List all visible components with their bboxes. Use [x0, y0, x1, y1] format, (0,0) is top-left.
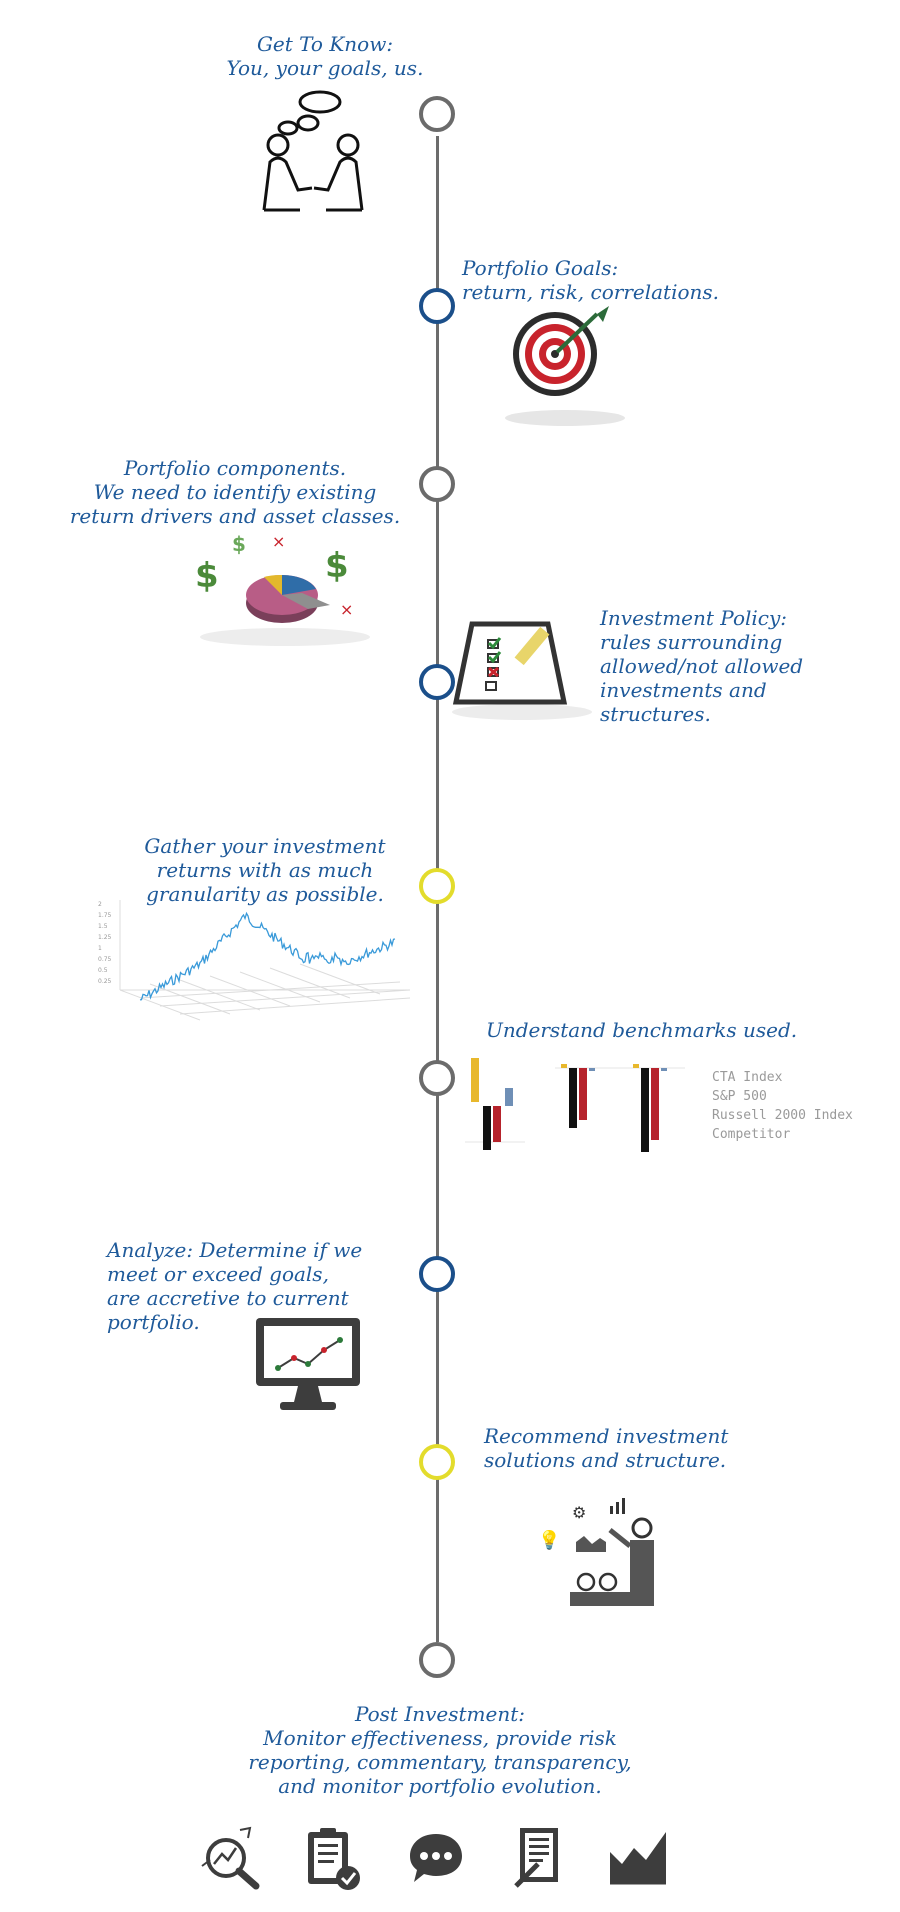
timeline-node-8: [419, 1444, 455, 1480]
mini-chart-tick-label: 0.75: [98, 956, 112, 963]
timeline-node-1: [419, 96, 455, 132]
step-6-text: Understand benchmarks used.: [486, 1018, 798, 1042]
presenter-icon: ⚙ 💡: [538, 1498, 654, 1606]
svg-text:$: $: [325, 546, 349, 586]
monitor-chart-icon: [256, 1318, 360, 1410]
bar-sp-1: [483, 1106, 491, 1150]
chat-bubble-icon: [410, 1834, 462, 1882]
step-1-text: Get To Know: You, your goals, us.: [226, 32, 424, 80]
svg-text:×: ×: [272, 532, 285, 551]
legend-item: Russell 2000 Index: [712, 1108, 853, 1123]
bar-russell-1: [493, 1106, 501, 1142]
line-chart-3d-icon: 2 1.75 1.5 1.25 1 0.75 0.5 0.25: [98, 900, 411, 1021]
mini-chart-tick-label: 1.5: [98, 923, 108, 930]
timeline-node-3: [419, 466, 455, 502]
svg-text:⚙: ⚙: [572, 1503, 586, 1522]
svg-text:$: $: [195, 556, 219, 596]
area-chart-icon: [610, 1832, 666, 1885]
step-9-text: Post Investment: Monitor effectiveness, …: [248, 1702, 632, 1798]
checklist-board-icon: [452, 621, 592, 720]
timeline-node-4: [419, 664, 455, 700]
timeline-node-2: [419, 288, 455, 324]
bar-competitor-1: [505, 1088, 513, 1106]
legend-item: Competitor: [712, 1127, 791, 1142]
step-7-text: Analyze: Determine if we meet or exceed …: [107, 1238, 363, 1334]
mini-chart-tick-label: 0.5: [98, 967, 108, 974]
pie-chart-icon: $ $ $ × ×: [195, 532, 370, 646]
bar-competitor-3: [661, 1068, 667, 1071]
bar-russell-2: [579, 1068, 587, 1120]
mini-chart-line: [139, 911, 396, 1001]
svg-text:$: $: [232, 532, 246, 556]
step-8-text: Recommend investment solutions and struc…: [484, 1424, 729, 1472]
benchmark-legend: CTA Index S&P 500 Russell 2000 Index Com…: [712, 1068, 853, 1144]
step-4-text: Investment Policy: rules surrounding all…: [600, 606, 804, 726]
timeline-node-9: [419, 1642, 455, 1678]
mini-chart-tick-label: 0.25: [98, 978, 112, 985]
timeline-node-6: [419, 1060, 455, 1096]
bar-sp-2: [569, 1068, 577, 1128]
bar-cta-2: [561, 1064, 567, 1068]
step-3-text: Portfolio components. We need to identif…: [69, 456, 401, 528]
bar-cta-1: [471, 1058, 479, 1102]
timeline-node-7: [419, 1256, 455, 1292]
clipboard-check-icon: [308, 1828, 360, 1890]
legend-item: S&P 500: [712, 1089, 767, 1104]
handshake-icon: [262, 90, 364, 212]
mini-chart-tick-label: 2: [98, 901, 102, 908]
bar-sp-3: [641, 1068, 649, 1152]
mini-chart-tick-label: 1: [98, 945, 102, 952]
bar-cta-3: [633, 1064, 639, 1068]
bar-chart-icon: [465, 1058, 685, 1152]
step-2-text: Portfolio Goals: return, risk, correlati…: [462, 256, 720, 304]
bar-russell-3: [651, 1068, 659, 1140]
bar-competitor-2: [589, 1068, 595, 1071]
target-icon: [505, 306, 625, 426]
step-5-text: Gather your investment returns with as m…: [144, 834, 386, 906]
svg-text:×: ×: [340, 600, 353, 619]
mini-chart-tick-label: 1.75: [98, 912, 112, 919]
document-pen-icon: [514, 1828, 558, 1888]
legend-item: CTA Index: [712, 1070, 783, 1085]
svg-text:💡: 💡: [538, 1529, 560, 1551]
magnify-chart-icon: [201, 1826, 260, 1890]
mini-chart-tick-label: 1.25: [98, 934, 112, 941]
timeline-node-5: [419, 868, 455, 904]
